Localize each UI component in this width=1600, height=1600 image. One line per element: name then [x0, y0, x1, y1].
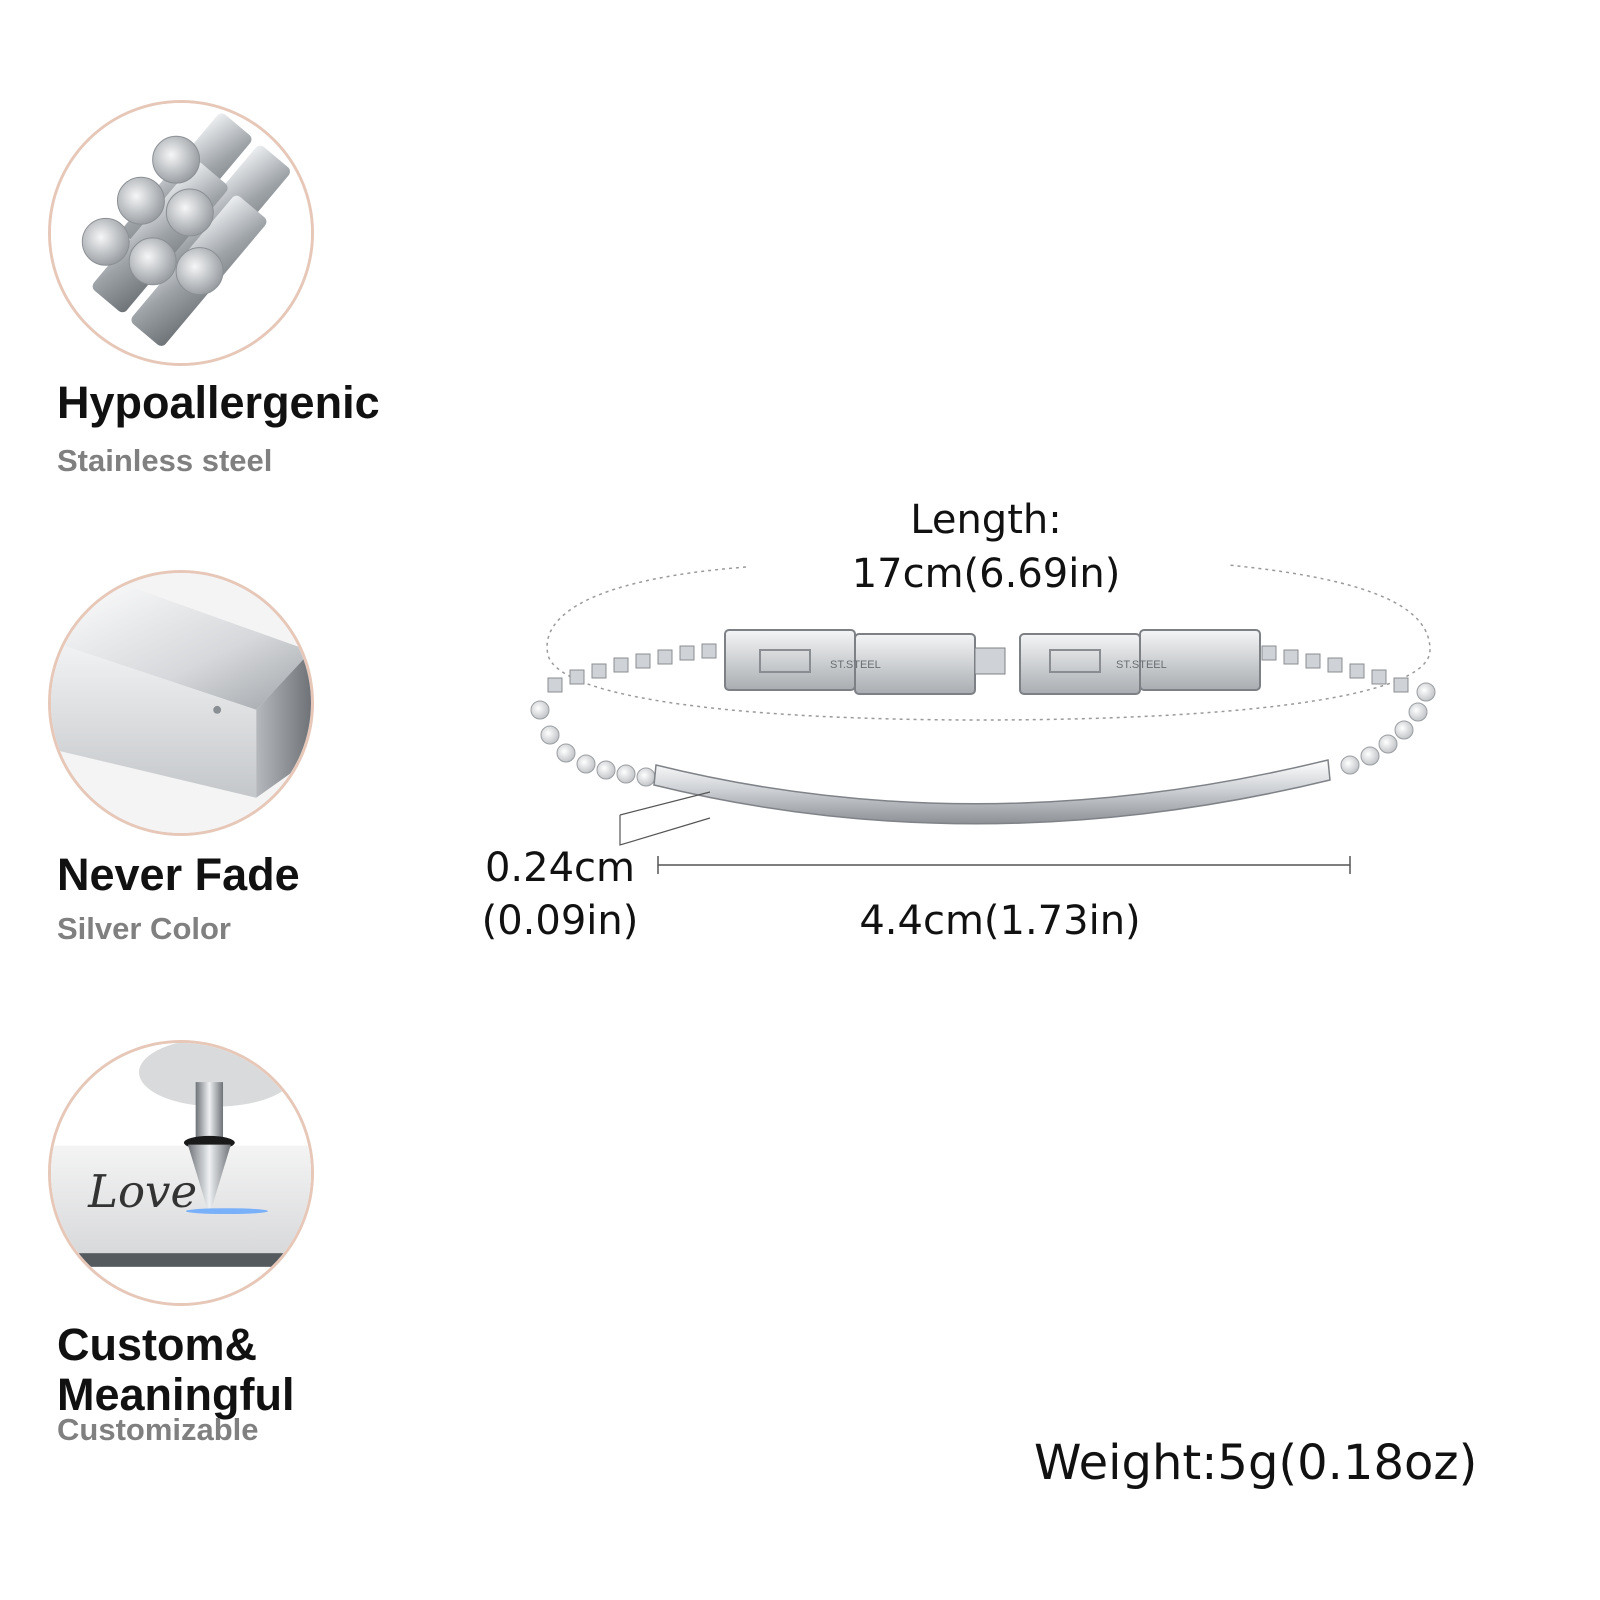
feature-title-hypoallergenic: Hypoallergenic [57, 377, 380, 428]
steel-rods-icon [51, 103, 311, 363]
thickness-indicator [619, 791, 711, 846]
thickness-in: (0.09in) [481, 898, 639, 944]
bar-length-value: 4.4cm(1.73in) [859, 898, 1141, 944]
feature-subtitle-stainless-steel: Stainless steel [57, 443, 273, 478]
engraving-pen-icon: Love [51, 1043, 311, 1303]
feature-subtitle-silver-color: Silver Color [57, 911, 231, 946]
feature-subtitle-customizable: Customizable [57, 1412, 259, 1447]
length-label: Length: [910, 497, 1062, 543]
feature-title-never-fade: Never Fade [57, 849, 300, 900]
bracelet-bar [653, 759, 1331, 825]
clasp-stamp-right: ST.STEEL [1116, 659, 1167, 671]
bracelet-illustration: ST.STEEL ST.STEEL [530, 564, 1436, 874]
feature-circle-custom: Love [48, 1040, 314, 1306]
engraving-text: Love [87, 1165, 197, 1218]
chain-right [1261, 645, 1436, 775]
feature-title-custom-line2: Meaningful [57, 1369, 295, 1420]
weight-value: Weight:5g(0.18oz) [1034, 1435, 1478, 1491]
feature-circle-hypoallergenic [48, 100, 314, 366]
thickness-cm: 0.24cm [484, 845, 636, 891]
polished-bar-icon [51, 573, 311, 833]
length-value: 17cm(6.69in) [851, 551, 1121, 597]
bar-length-indicator [657, 856, 1351, 874]
feature-title-custom-line1: Custom& [57, 1319, 257, 1370]
chain-left [530, 643, 717, 787]
length-indicator-ellipse [546, 564, 1431, 721]
feature-circle-never-fade [48, 570, 314, 836]
clasp-stamp-left: ST.STEEL [830, 659, 881, 671]
feature-title-custom: Custom& Meaningful [57, 1320, 294, 1420]
clasp: ST.STEEL ST.STEEL [724, 629, 1261, 695]
